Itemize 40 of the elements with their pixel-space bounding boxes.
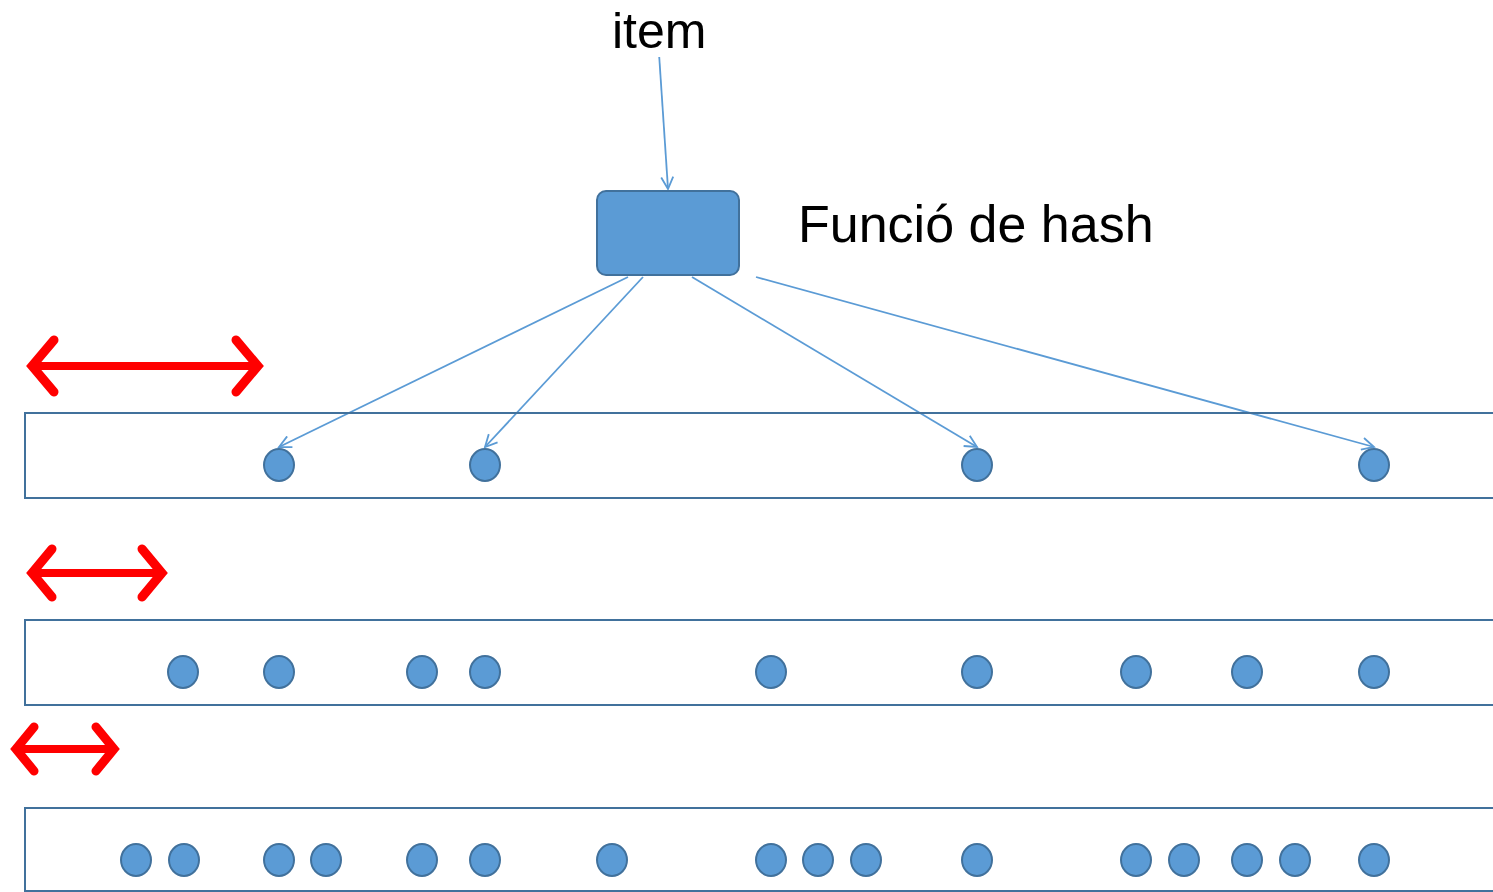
hash-function-box xyxy=(596,190,740,276)
dot xyxy=(1358,655,1390,689)
dot xyxy=(1120,843,1152,877)
arrow xyxy=(658,56,675,190)
dot xyxy=(1231,655,1263,689)
dot xyxy=(961,448,993,482)
dot xyxy=(1231,843,1263,877)
dot xyxy=(1358,448,1390,482)
dot xyxy=(850,843,882,877)
arrow xyxy=(691,276,978,448)
bit-array-bar xyxy=(24,807,1493,892)
dot xyxy=(1358,843,1390,877)
dot xyxy=(961,843,993,877)
bit-array-bar xyxy=(24,619,1493,706)
dot xyxy=(1168,843,1200,877)
dot xyxy=(469,843,501,877)
dot xyxy=(167,655,199,689)
dot xyxy=(596,843,628,877)
dot xyxy=(168,843,200,877)
dot xyxy=(1120,655,1152,689)
bit-array-bar xyxy=(24,412,1493,499)
dot xyxy=(802,843,834,877)
dot xyxy=(961,655,993,689)
item-label: item xyxy=(612,6,707,56)
dot xyxy=(755,655,787,689)
dot xyxy=(263,843,295,877)
dot xyxy=(469,448,501,482)
dot xyxy=(406,843,438,877)
dot xyxy=(755,843,787,877)
dot xyxy=(1279,843,1311,877)
dot xyxy=(469,655,501,689)
function-label: Funció de hash xyxy=(798,198,1154,250)
arrow xyxy=(755,276,1375,451)
dot xyxy=(406,655,438,689)
dot xyxy=(310,843,342,877)
dot xyxy=(263,448,295,482)
dot xyxy=(263,655,295,689)
dot xyxy=(120,843,152,877)
arrow xyxy=(484,276,644,448)
arrow xyxy=(278,276,629,449)
